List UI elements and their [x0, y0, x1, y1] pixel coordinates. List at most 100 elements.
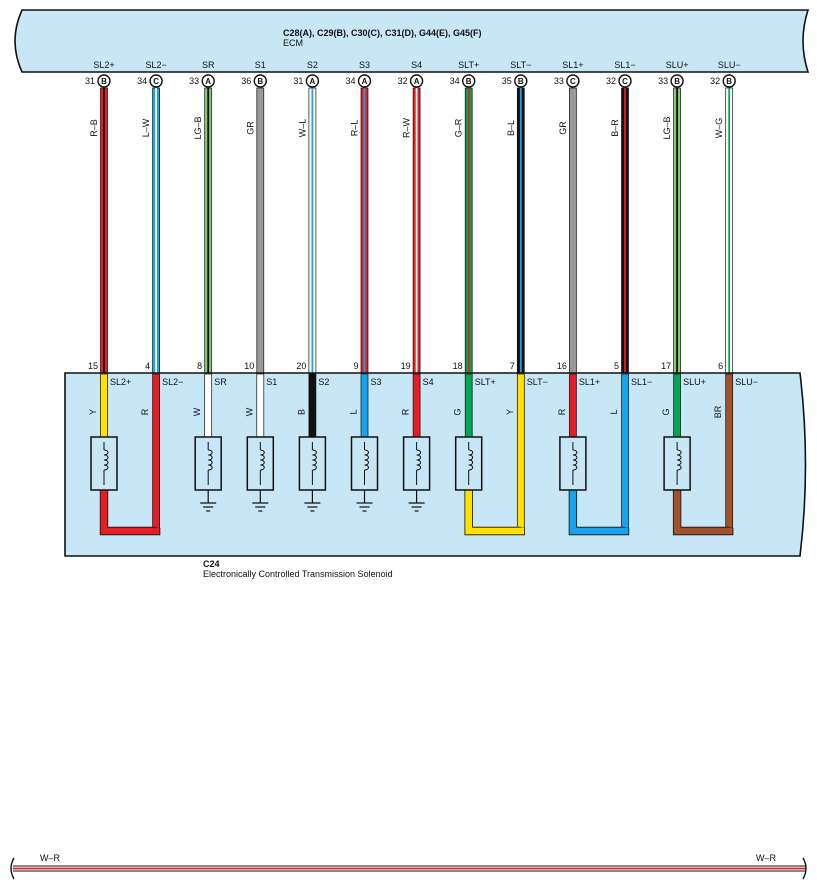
solenoid-signal-3: S1 — [266, 377, 277, 387]
coil-winding-6 — [416, 449, 422, 471]
solenoid-code-6: R — [401, 408, 411, 415]
loop-1 — [465, 490, 525, 535]
solenoid-wire-8 — [516, 373, 525, 529]
connector-circle-10 — [618, 74, 632, 88]
connector-circle-1 — [149, 74, 163, 88]
connector-letter-6: A — [414, 77, 420, 86]
ecm-signal-1: SL2− — [145, 60, 166, 70]
solenoid-signal-7: SLT+ — [475, 377, 496, 387]
solenoid-code-12: BR — [713, 405, 723, 418]
solenoid-wire-11 — [673, 373, 681, 438]
ecm-pin-9: 33 — [554, 76, 564, 86]
wire-stripe-11 — [676, 88, 678, 373]
connector-circle-2 — [201, 74, 215, 88]
ecm-pin-12: 32 — [710, 76, 720, 86]
ecm-pin-5: 34 — [345, 76, 355, 86]
solenoid-code-10: L — [609, 409, 619, 414]
solenoid-pin-9: 16 — [557, 361, 567, 371]
connector-letter-8: B — [518, 77, 524, 86]
connector-circle-7 — [462, 74, 476, 88]
loop-2 — [569, 490, 629, 535]
solenoid-panel — [64, 372, 807, 557]
solenoid-pin-12: 6 — [718, 361, 723, 371]
ecm-pin-10: 32 — [606, 76, 616, 86]
solenoid-signal-2: SR — [214, 377, 227, 387]
ecm-pin-4: 31 — [293, 76, 303, 86]
ecm-pin-2: 33 — [189, 76, 199, 86]
wire-code-0: R–B — [89, 119, 99, 137]
solenoid-pin-7: 18 — [453, 361, 463, 371]
ecm-pin-11: 33 — [658, 76, 668, 86]
footer-wire: W–R W–R — [10, 853, 807, 880]
wire-code-10: B–R — [610, 119, 620, 137]
ecm-pin-7: 34 — [450, 76, 460, 86]
wire-code-2: LG–B — [193, 116, 203, 139]
connector-circle-6 — [409, 74, 424, 88]
connector-letter-1: C — [153, 77, 159, 86]
solenoid-pin-0: 15 — [88, 361, 98, 371]
solenoid-code-1: R — [140, 408, 150, 415]
wire-stripe-0 — [103, 88, 105, 373]
solenoid-code-2: W — [192, 407, 202, 416]
solenoid-wire-10 — [621, 373, 629, 529]
solenoid-wire-3 — [256, 373, 265, 438]
wire-code-12: W–G — [714, 118, 724, 139]
connector-circle-5 — [357, 74, 372, 88]
solenoid-signal-4: S2 — [318, 377, 329, 387]
wire-stripe-2 — [207, 88, 210, 373]
wire-code-5: R–L — [350, 120, 360, 137]
ecm-signal-3: S1 — [255, 60, 266, 70]
solenoid-signal-1: SL2− — [162, 377, 183, 387]
connector-circle-8 — [514, 74, 528, 88]
solenoid-signal-5: S3 — [371, 377, 382, 387]
solenoid-pin-10: 5 — [614, 361, 619, 371]
solenoid-label-group: 15SL2+Y4SL2−R8SRW10S1W20S2B9S3L19S4R18SL… — [88, 361, 758, 418]
connector-circle-11 — [670, 74, 684, 88]
solenoid-pin-11: 17 — [661, 361, 671, 371]
connector-circle-9 — [566, 74, 580, 88]
solenoid-signal-10: SL1− — [631, 377, 652, 387]
connector-circle-3 — [253, 74, 267, 88]
connector-letter-9: C — [570, 77, 576, 86]
ecm-signal-0: SL2+ — [93, 60, 114, 70]
wire-9 — [569, 87, 577, 374]
wire-code-7: G–R — [454, 118, 464, 137]
wire-code-9: GR — [558, 121, 568, 135]
solenoid-pin-8: 7 — [510, 361, 515, 371]
solenoid-code-8: Y — [505, 409, 515, 415]
connector-letter-11: B — [674, 77, 680, 86]
connector-letter-7: B — [466, 77, 472, 86]
connector-letter-0: B — [101, 77, 107, 86]
solenoid-signal-6: S4 — [423, 377, 434, 387]
wire-stripe-10 — [624, 88, 626, 373]
solenoid-code-5: L — [349, 409, 359, 414]
coil-box-9 — [559, 436, 587, 491]
coil-group — [90, 436, 691, 512]
connector-circle-0 — [97, 74, 111, 88]
ecm-signal-12: SLU− — [718, 60, 741, 70]
coil-winding-11 — [677, 449, 682, 471]
solenoid-pin-6: 19 — [401, 361, 411, 371]
solenoid-wire-group — [100, 373, 734, 529]
solenoid-pin-1: 4 — [145, 361, 150, 371]
wire-stripe-6 — [415, 88, 418, 373]
loop-0 — [100, 490, 160, 535]
wire-stripe-4 — [311, 88, 314, 373]
solenoid-signal-8: SLT− — [527, 377, 548, 387]
solenoid-wire-4 — [308, 373, 317, 438]
coil-box-11 — [663, 436, 691, 491]
solenoid-wire-7 — [464, 373, 473, 438]
loop-3 — [673, 490, 733, 535]
ecm-signal-6: S4 — [411, 60, 422, 70]
solenoid-code-0: Y — [88, 409, 98, 415]
ecm-panel — [14, 9, 810, 73]
loop-group — [99, 490, 734, 536]
coil-winding-5 — [364, 449, 369, 471]
solenoid-signal-9: SL1+ — [579, 377, 600, 387]
wire-code-4: W–L — [297, 119, 307, 138]
wire-code-1: L–W — [141, 118, 151, 137]
ecm-pin-0: 31 — [85, 76, 95, 86]
wire-code-8: B–L — [506, 120, 516, 136]
